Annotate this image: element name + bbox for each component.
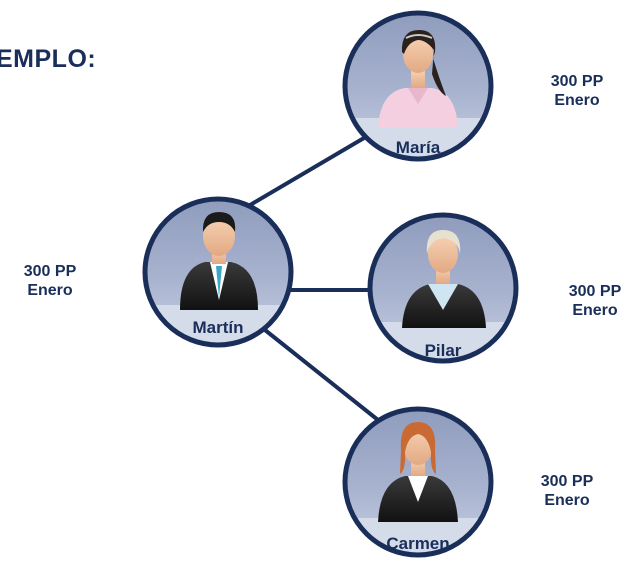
- points-value: 300 PP: [23, 263, 77, 280]
- points-value: 300 PP: [540, 473, 594, 490]
- woman-pink-blouse-icon: [378, 30, 458, 128]
- name-label-martin: Martín: [193, 318, 244, 337]
- points-label-maria: 300 PP Enero: [532, 72, 622, 110]
- woman-redhead-icon: [378, 422, 458, 522]
- connector-martin-carmen: [263, 328, 380, 422]
- points-label-martin: 300 PP Enero: [5, 262, 95, 300]
- points-month: Enero: [572, 302, 618, 319]
- node-carmen: Carmen: [342, 406, 494, 558]
- connector-martin-maria: [243, 136, 366, 210]
- node-pilar: Pilar: [367, 212, 519, 364]
- name-label-carmen: Carmen: [386, 534, 449, 553]
- points-value: 300 PP: [550, 73, 604, 90]
- woman-blonde-icon: [402, 230, 486, 328]
- node-maria: María: [342, 10, 494, 162]
- name-label-pilar: Pilar: [425, 341, 462, 360]
- businessman-icon: [180, 212, 258, 310]
- example-heading: EMPLO:: [0, 45, 97, 73]
- points-value: 300 PP: [568, 283, 622, 300]
- node-martin: Martín: [142, 196, 294, 348]
- points-month: Enero: [27, 282, 73, 299]
- points-month: Enero: [544, 492, 590, 509]
- points-label-pilar: 300 PP Enero: [550, 282, 640, 320]
- points-label-carmen: 300 PP Enero: [522, 472, 612, 510]
- points-month: Enero: [554, 92, 600, 109]
- name-label-maria: María: [396, 138, 441, 157]
